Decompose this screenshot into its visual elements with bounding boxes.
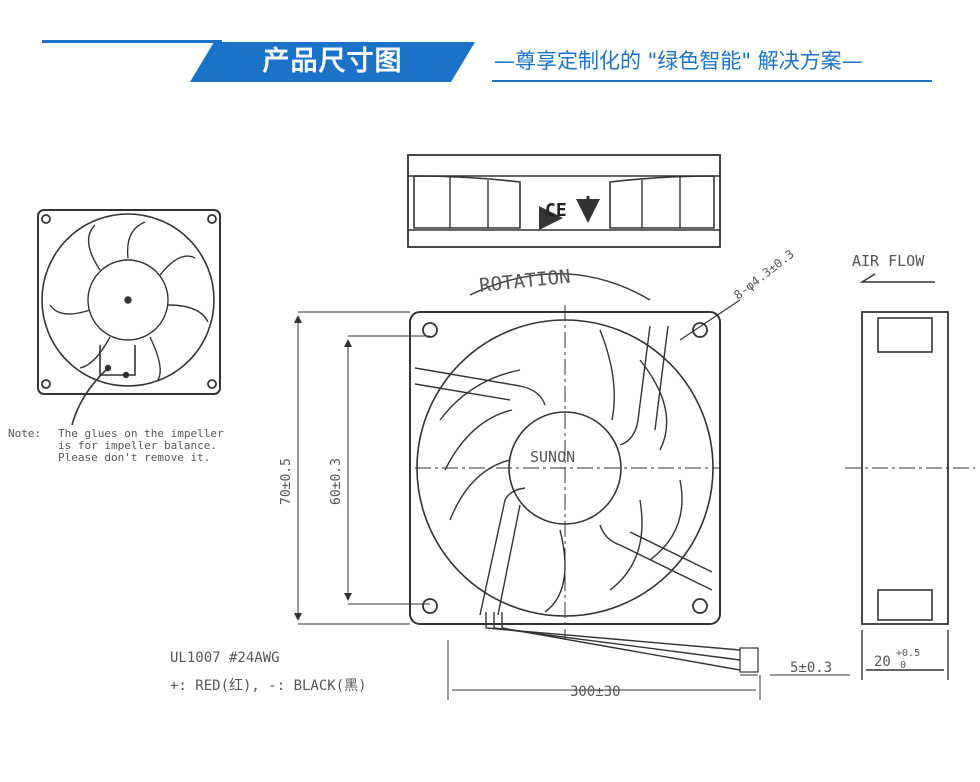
note-line-2: is for impeller balance. xyxy=(58,439,217,452)
dim-depth-tol-lower: 0 xyxy=(900,660,906,671)
fan-drawing-svg: Note: The glues on the impeller is for i… xyxy=(8,154,975,700)
side-view xyxy=(845,273,975,680)
title-banner xyxy=(190,42,475,82)
dim-cable: 300±30 xyxy=(570,684,621,700)
ce-mark-icon: CE xyxy=(545,200,567,221)
note-label: Note: xyxy=(8,427,41,440)
note-line-3: Please don't remove it. xyxy=(58,451,210,464)
top-view xyxy=(407,154,721,248)
brand-label: SUNON xyxy=(530,448,575,466)
wire-colors: +: RED(红), -: BLACK(黑) xyxy=(170,678,367,694)
rear-view xyxy=(37,209,221,426)
subtitle-underline xyxy=(492,80,932,82)
hole-spec: 8-φ4.3±0.3 xyxy=(731,247,797,303)
front-view xyxy=(409,273,759,673)
cable-spec: UL1007 #24AWG xyxy=(170,650,280,666)
rotation-label: ROTATION xyxy=(478,266,571,297)
front-dimensions xyxy=(294,311,850,700)
dim-depth-tol-upper: +0.5 xyxy=(896,648,920,659)
dim-hole: 60±0.3 xyxy=(329,458,344,505)
dim-depth: 20 xyxy=(874,654,891,670)
page-title: 产品尺寸图 xyxy=(262,46,403,77)
header: 产品尺寸图 —尊享定制化的 "绿色智能" 解决方案— xyxy=(0,0,980,110)
airflow-label: AIR FLOW xyxy=(852,252,925,270)
dim-strip: 5±0.3 xyxy=(790,660,832,676)
title-rule-top xyxy=(42,40,222,43)
note-line-1: The glues on the impeller xyxy=(58,427,224,440)
page-subtitle: —尊享定制化的 "绿色智能" 解决方案— xyxy=(494,49,863,73)
dimension-drawing: Note: The glues on the impeller is for i… xyxy=(0,110,980,778)
dim-outer: 70±0.5 xyxy=(279,458,294,505)
